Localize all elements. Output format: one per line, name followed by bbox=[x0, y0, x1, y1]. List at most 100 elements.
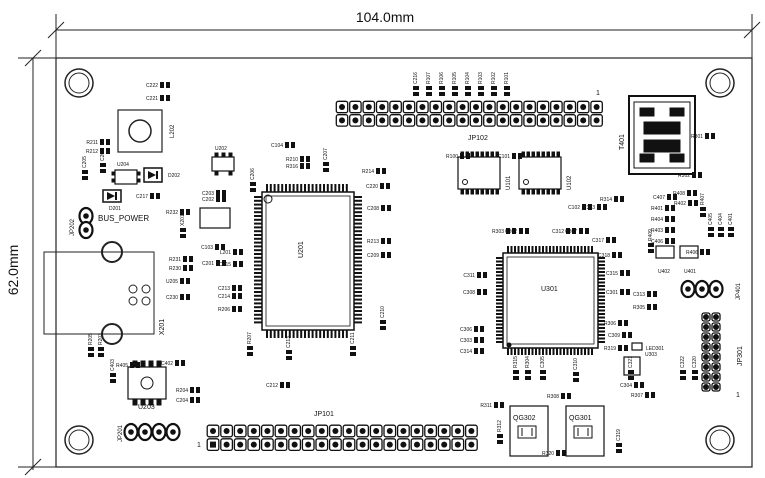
component-label: C206 bbox=[250, 168, 256, 180]
jp102-pin bbox=[483, 114, 496, 127]
jp101-pin1: 1 bbox=[197, 442, 201, 449]
component-c309: C309 bbox=[608, 332, 632, 339]
component-c311: C311 bbox=[463, 272, 487, 279]
jp102-pin bbox=[550, 100, 563, 114]
component-r203: R203 bbox=[98, 333, 104, 357]
jp102-pin bbox=[349, 100, 362, 114]
d202-label: D202 bbox=[168, 173, 180, 179]
jp201-pin bbox=[151, 422, 167, 442]
jp102-pin bbox=[429, 114, 443, 127]
component-r204: R204 bbox=[176, 387, 200, 394]
component-label: C311 bbox=[463, 273, 475, 279]
component-label: C305 bbox=[540, 356, 546, 368]
component-label: C217 bbox=[136, 194, 148, 200]
component-r207: R207 bbox=[247, 332, 253, 356]
jp101-pin bbox=[206, 438, 220, 452]
component-label: R405 bbox=[116, 363, 128, 369]
component-r231: R231 bbox=[169, 256, 193, 263]
component-label: C203 bbox=[202, 191, 214, 197]
component-r308: R308 bbox=[547, 393, 571, 400]
component-c220: C220 bbox=[366, 183, 390, 190]
component-label: R319 bbox=[604, 346, 616, 352]
component-c209: C209 bbox=[367, 252, 391, 259]
jp301-label: JP301 bbox=[737, 346, 744, 366]
component-label: C303 bbox=[460, 338, 472, 344]
component-c214: C214 bbox=[218, 293, 242, 300]
jp301-pin bbox=[701, 342, 711, 352]
jp301-pin bbox=[711, 322, 721, 332]
jp102-pin bbox=[496, 114, 510, 127]
component-c403: C403 bbox=[110, 359, 116, 383]
jp101-pin bbox=[233, 424, 247, 438]
jp101-pin bbox=[437, 424, 451, 438]
component-label: C308 bbox=[463, 290, 475, 296]
jp102-pin bbox=[469, 114, 483, 127]
width-label: 104.0mm bbox=[356, 9, 414, 25]
component-r205: R205 bbox=[88, 333, 94, 357]
component-label: C309 bbox=[608, 333, 620, 339]
component-r315: R315 bbox=[513, 356, 519, 380]
jp401-label: JP401 bbox=[736, 282, 742, 300]
jp101-pin bbox=[247, 438, 261, 452]
jp102-pin bbox=[416, 100, 429, 114]
u401-label: U401 bbox=[684, 269, 696, 275]
component-c310: C310 bbox=[573, 358, 579, 382]
qg301-label: QG301 bbox=[569, 415, 592, 422]
jp101-pin bbox=[301, 424, 315, 438]
component-label: R207 bbox=[247, 332, 253, 344]
component-label: R204 bbox=[176, 388, 188, 394]
jp102-pin bbox=[349, 114, 362, 127]
jp101-pin bbox=[369, 424, 383, 438]
component-c321: C321 bbox=[628, 356, 634, 380]
jp102-pin bbox=[523, 100, 536, 114]
component-c318: C318 bbox=[598, 252, 622, 259]
jp101-pin bbox=[410, 438, 424, 452]
jp301-pin bbox=[701, 312, 711, 322]
component-r212: R212 bbox=[86, 148, 110, 155]
component-label: C214 bbox=[218, 294, 230, 300]
jp101-pin bbox=[451, 438, 465, 452]
component-label: C220 bbox=[366, 184, 378, 190]
connector-jp301 bbox=[701, 312, 721, 392]
jp101-pin bbox=[437, 438, 451, 452]
component-label: C307 bbox=[565, 229, 577, 235]
component-r106: R106 bbox=[439, 72, 445, 96]
component-label: R102 bbox=[491, 72, 497, 84]
jp101-pin bbox=[301, 438, 315, 452]
component-label: C317 bbox=[592, 238, 604, 244]
component-label: R101 bbox=[504, 72, 510, 84]
component-r303: R303 bbox=[492, 228, 516, 235]
jp101-pin bbox=[288, 424, 302, 438]
component-r403: R403 bbox=[651, 227, 675, 234]
jp101-pin bbox=[396, 438, 410, 452]
component-c308: C308 bbox=[463, 289, 487, 296]
jp301-pin bbox=[711, 372, 721, 382]
component-c205: C205 bbox=[82, 156, 88, 180]
jp102-pin bbox=[362, 100, 376, 114]
component-label: C221 bbox=[146, 96, 158, 102]
jp102-pin bbox=[442, 100, 456, 114]
component-c217: C217 bbox=[136, 193, 160, 200]
component-r104: R104 bbox=[465, 72, 471, 96]
component-label: C202 bbox=[202, 197, 214, 203]
component-label: R230 bbox=[169, 266, 181, 272]
jp102-pin bbox=[375, 114, 389, 127]
jp102-pin bbox=[335, 100, 349, 114]
jp102-pin bbox=[550, 114, 563, 127]
component-r406: R406 bbox=[686, 249, 710, 256]
jp101-pin bbox=[220, 438, 234, 452]
passive-components: C222C221R211R212C205C209C217R232X201R231… bbox=[82, 72, 734, 457]
u101-label: U101 bbox=[506, 175, 512, 190]
jp101-pin bbox=[383, 424, 397, 438]
component-label: R210 bbox=[286, 157, 298, 163]
component-r305: R305 bbox=[633, 304, 657, 311]
component-label: C204 bbox=[176, 398, 188, 404]
jp101-pin bbox=[233, 438, 247, 452]
component-c202: C202 bbox=[202, 196, 226, 203]
component-r407: R407 bbox=[700, 193, 706, 217]
component-label: C102 bbox=[568, 205, 580, 211]
jp101-pin bbox=[328, 438, 342, 452]
jp102-pin bbox=[563, 100, 577, 114]
component-label: U205 bbox=[166, 279, 178, 285]
component-label: C222 bbox=[146, 83, 158, 89]
